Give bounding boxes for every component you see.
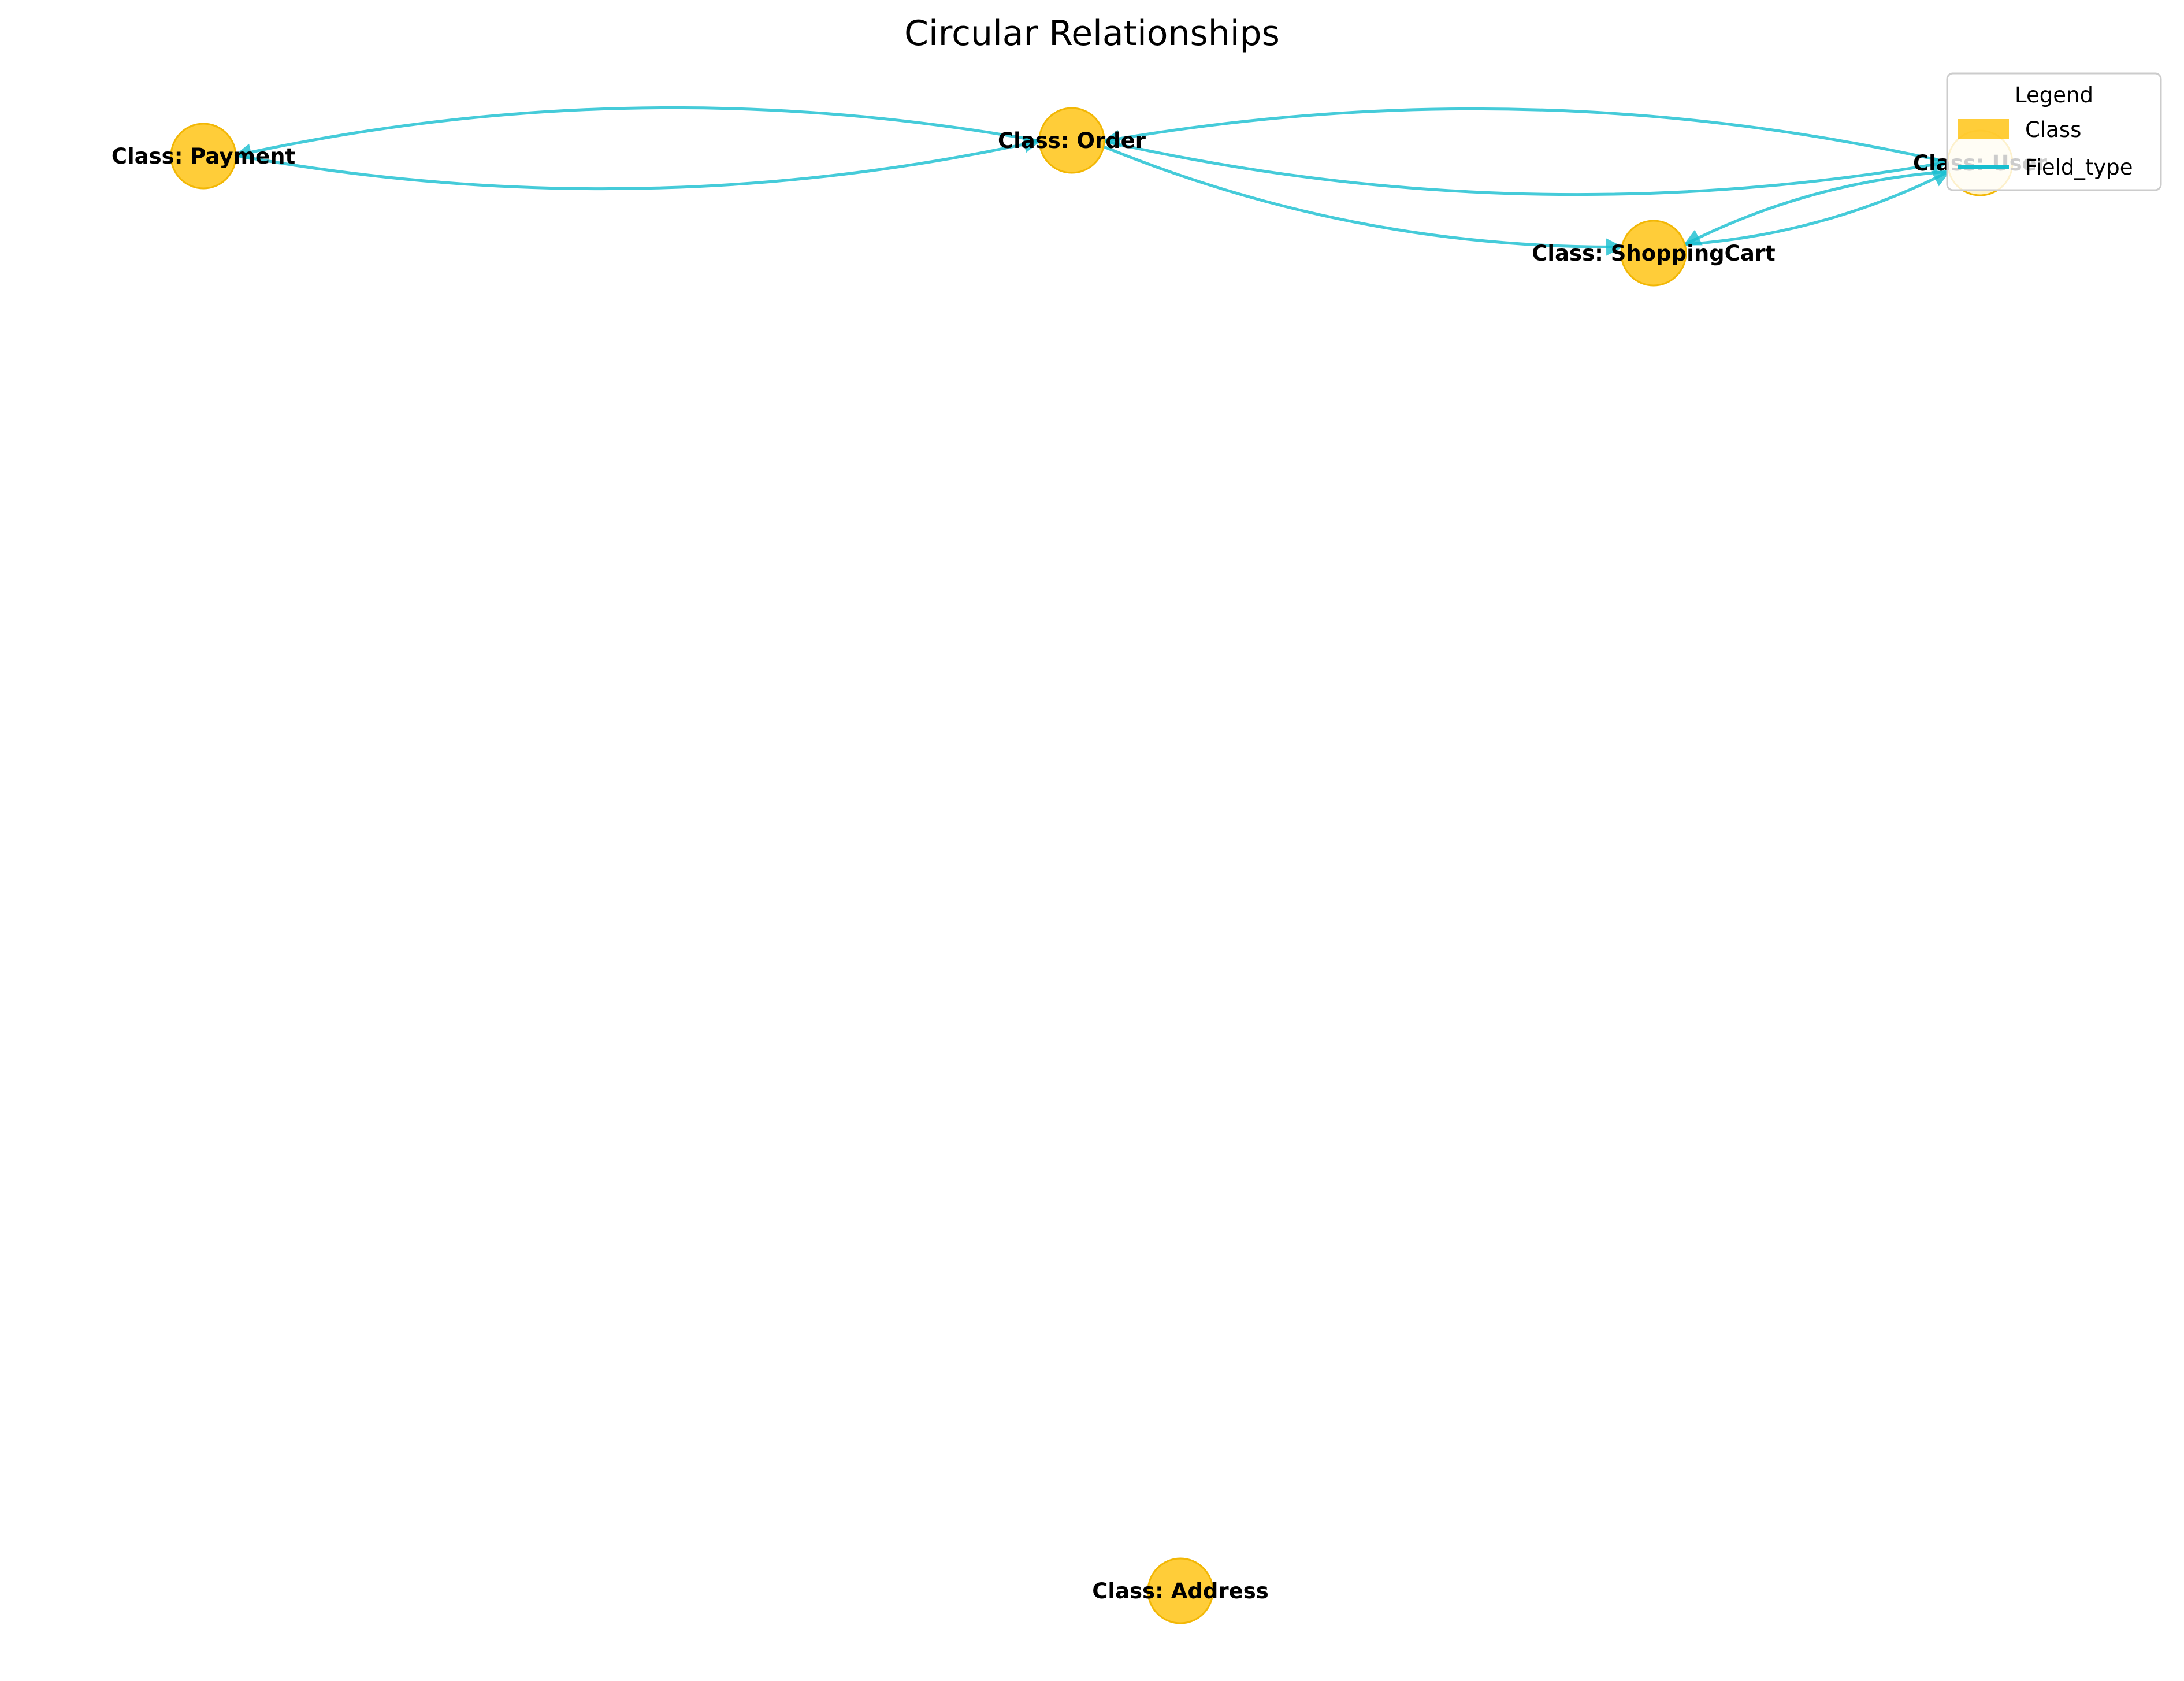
node-payment-label: Class: Payment [112,144,295,169]
node-payment[interactable]: Class: Payment [112,123,295,190]
node-address[interactable]: Class: Address [1092,1557,1269,1624]
node-shoppingcart-circle [1620,220,1687,287]
legend-field-type-label: Field_type [2025,155,2133,180]
edge-shoppingcart-to-user [1684,170,1951,246]
edge-order-to-user [1104,139,1949,196]
node-address-label: Class: Address [1092,1579,1269,1604]
edge-user-to-order [1102,107,1948,164]
node-order-circle [1038,107,1105,174]
legend-class-swatch [1958,119,2009,139]
node-order-label: Class: Order [998,128,1146,153]
legend-class-label: Class [2025,117,2081,142]
edge-order-to-payment [234,106,1040,161]
node-order[interactable]: Class: Order [998,107,1146,174]
legend-frame [1946,72,2162,191]
node-shoppingcart-label: Class: ShoppingCart [1532,241,1775,266]
node-shoppingcart[interactable]: Class: ShoppingCart [1532,220,1776,287]
diagram-title: Circular Relationships [904,13,1280,54]
node-address-circle [1147,1557,1214,1624]
edge-payment-to-order [235,136,1041,191]
edge-order-to-shoppingcart [1103,145,1624,256]
legend: Legend Class Field_type [1946,72,2162,191]
edge-user-to-shoppingcart [1683,170,1949,246]
legend-title: Legend [2015,83,2093,107]
node-payment-circle [170,123,237,190]
edges-layer [234,106,1951,256]
